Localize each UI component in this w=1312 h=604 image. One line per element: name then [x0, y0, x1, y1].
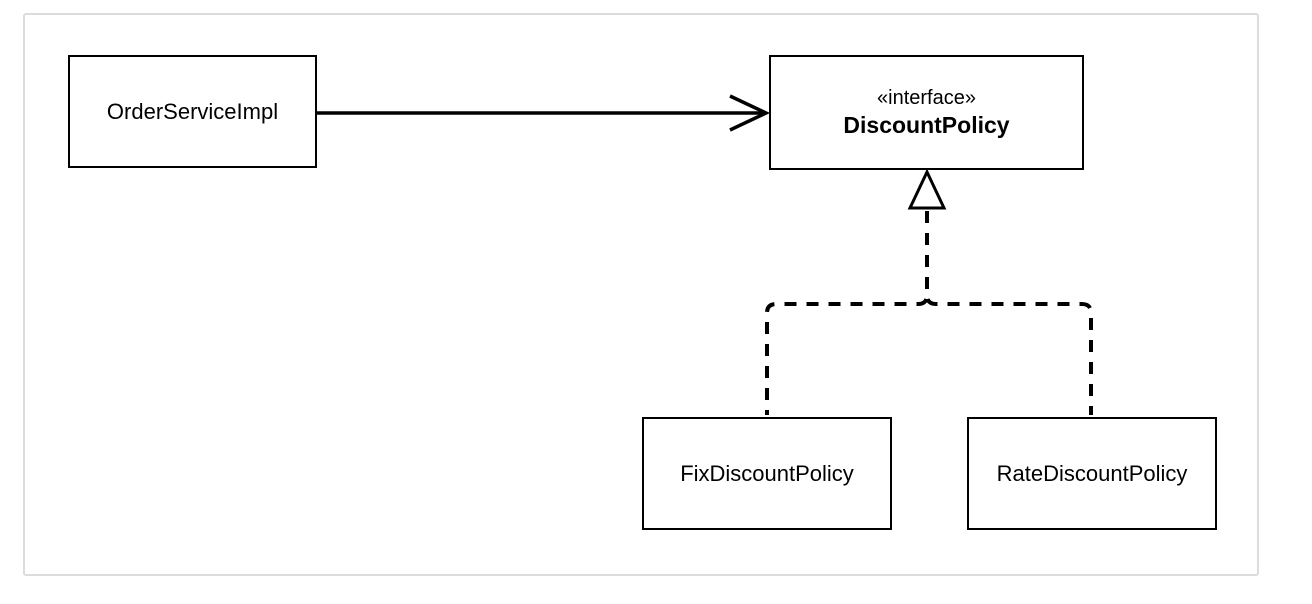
- node-fixdiscountpolicy[interactable]: FixDiscountPolicy: [642, 417, 892, 530]
- node-discountpolicy[interactable]: «interface» DiscountPolicy: [769, 55, 1084, 170]
- node-ratediscountpolicy[interactable]: RateDiscountPolicy: [967, 417, 1217, 530]
- node-stereotype-discountpolicy: «interface»: [877, 86, 976, 109]
- node-label-fixdiscountpolicy: FixDiscountPolicy: [680, 460, 854, 486]
- node-label-orderserviceimpl: OrderServiceImpl: [106, 98, 279, 124]
- node-label-discountpolicy: DiscountPolicy: [843, 111, 1010, 138]
- node-orderserviceimpl[interactable]: OrderServiceImpl: [68, 55, 317, 168]
- node-label-ratediscountpolicy: RateDiscountPolicy: [996, 460, 1188, 486]
